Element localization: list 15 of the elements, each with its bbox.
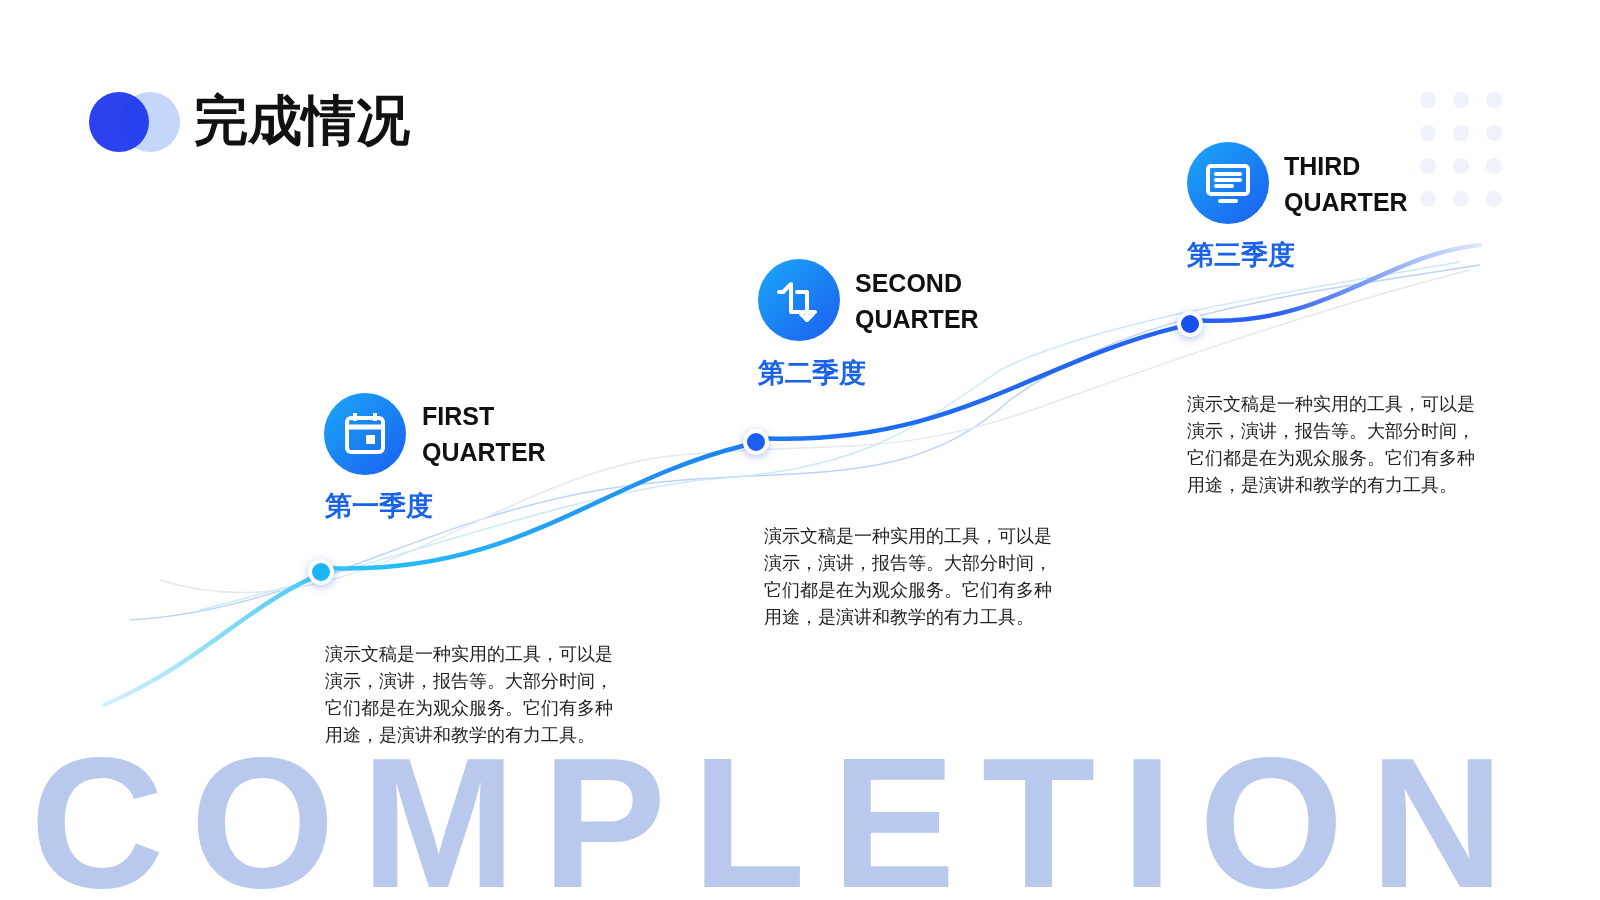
quarter-heading: FIRST QUARTER [422, 401, 547, 468]
timeline-curve [101, 576, 313, 708]
description: 演示文稿是一种实用的工具，可以是演示，演讲，报告等。大部分时间，它们都是在为观众服务。它们有多种用途，是演讲和教学的有力工具。 [764, 524, 1053, 629]
timeline-curve [1200, 242, 1483, 323]
timeline-curve [331, 443, 746, 571]
background-lettering: COMPLETION [30, 748, 1530, 898]
title: 完成情况 [194, 88, 410, 154]
description: 演示文稿是一种实用的工具，可以是演示，演讲，报告等。大部分时间，它们都是在为观众服务。它们有多种用途，是演讲和教学的有力工具。 [1187, 392, 1476, 497]
quarter-subtitle: 第二季度 [758, 356, 866, 390]
quarter-subtitle: 第一季度 [325, 489, 433, 523]
quarter-heading: THIRD QUARTER [1284, 151, 1409, 218]
quarter-heading: SECOND QUARTER [855, 268, 980, 335]
timeline-curve [766, 325, 1180, 441]
description: 演示文稿是一种实用的工具，可以是演示，演讲，报告等。大部分时间，它们都是在为观众服务。它们有多种用途，是演讲和教学的有力工具。 [325, 642, 614, 747]
quarter-subtitle: 第三季度 [1187, 238, 1295, 272]
